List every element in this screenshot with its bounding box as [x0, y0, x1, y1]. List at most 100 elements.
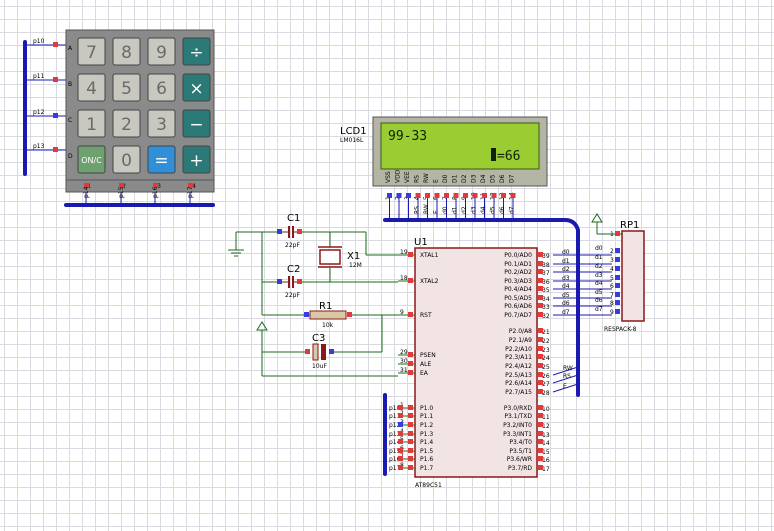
- rp1-pin-number: 2: [610, 248, 614, 255]
- rp1-net-label: d6: [595, 297, 603, 304]
- pin-marker: [444, 193, 449, 198]
- x1-value: 12M: [349, 262, 362, 269]
- rp1-pin-number: 9: [610, 309, 614, 316]
- pin-marker: [538, 269, 543, 274]
- lcd-pin-name: D6: [499, 174, 506, 183]
- mcu-pin-number: 26: [542, 373, 550, 380]
- rp1-pin-number: 3: [610, 257, 614, 264]
- lcd-net-label: d2: [461, 206, 468, 214]
- keypad-row-net: p10: [33, 38, 45, 45]
- keypad-key-9[interactable]: 2: [112, 109, 141, 138]
- mcu-pin-name: ALE: [420, 361, 431, 368]
- pin-marker: [482, 193, 487, 198]
- p0-net-label: d1: [562, 258, 570, 265]
- keypad-key-2[interactable]: 9: [147, 37, 176, 66]
- pin-marker: [408, 413, 413, 418]
- mcu-pin-number: 24: [542, 355, 550, 362]
- keypad-row-letter: A: [68, 45, 73, 52]
- capacitor-c1[interactable]: C1 22pF: [277, 213, 302, 249]
- keypad-key-label: 3: [156, 115, 167, 135]
- mcu-pin-name: P2.4/A12: [505, 363, 532, 370]
- rp1-net-label: d7: [595, 306, 603, 313]
- mcu-pin-name: EA: [420, 370, 429, 377]
- pin-marker: [408, 439, 413, 444]
- pin-marker: [538, 261, 543, 266]
- mcu-at89c51[interactable]: U1 AT89C51 XTAL119XTAL218RST9PSEN29ALE30…: [398, 237, 578, 489]
- power-symbol: [256, 213, 603, 331]
- rp1-net-label: d3: [595, 272, 603, 279]
- ground-symbol: [228, 249, 244, 257]
- resistor-r1[interactable]: R1 10k: [304, 301, 352, 329]
- keypad-key-11[interactable]: −: [182, 109, 211, 138]
- pin-marker: [188, 183, 193, 188]
- mcu-pin-name: P3.0/RXD: [504, 405, 532, 412]
- keypad-key-label: ÷: [189, 43, 203, 63]
- keypad-key-8[interactable]: 1: [77, 109, 106, 138]
- pin-marker: [408, 448, 413, 453]
- pin-marker: [453, 193, 459, 198]
- keypad-key-4[interactable]: 4: [77, 73, 106, 102]
- mcu-pin-number: 29: [400, 349, 408, 356]
- mcu-pin-number: 12: [542, 423, 550, 430]
- pin-marker: [538, 363, 543, 368]
- mcu-pin-number: 9: [400, 309, 404, 316]
- lcd-net-label: E: [433, 210, 440, 214]
- pin-marker: [84, 183, 89, 188]
- capacitor-c2[interactable]: C2 22pF: [277, 264, 302, 299]
- rp1-net-label: d1: [595, 254, 603, 261]
- mcu-pin-name: P3.1/TXD: [504, 413, 532, 420]
- p1-net-label: p17: [389, 465, 401, 472]
- keypad-key-13[interactable]: 0: [112, 145, 141, 174]
- lcd-display[interactable]: LCD1 LM016L 99-33 =66 VSS1VDD2VEE3RS4RW5…: [340, 116, 548, 220]
- rp1-pin-number: 4: [610, 266, 614, 273]
- pin-marker: [538, 286, 543, 291]
- lcd-pin-name: VSS: [385, 171, 392, 183]
- keypad-key-0[interactable]: 7: [77, 37, 106, 66]
- keypad-key-6[interactable]: 6: [147, 73, 176, 102]
- pin-marker: [408, 352, 413, 357]
- pin-marker: [510, 193, 516, 198]
- keypad-key-3[interactable]: ÷: [182, 37, 211, 66]
- capacitor-c3[interactable]: C3 10uF: [305, 333, 334, 370]
- lcd-pin-name: VEE: [404, 171, 411, 183]
- mcu-pin-name: P3.4/T0: [509, 439, 532, 446]
- lcd-pin-name: VDD: [395, 169, 402, 183]
- pin-marker: [463, 193, 468, 198]
- pin-marker: [615, 266, 620, 271]
- keypad-key-1[interactable]: 8: [112, 37, 141, 66]
- c2-value: 22pF: [285, 292, 300, 299]
- mcu-pin-number: 18: [400, 275, 408, 282]
- mcu-pin-name: P2.1/A9: [509, 337, 532, 344]
- keypad-row-net: p13: [33, 143, 45, 150]
- lcd-pin-name: RW: [423, 173, 430, 183]
- lcd-pin-name: D0: [442, 174, 449, 183]
- pin-marker: [119, 183, 124, 188]
- keypad-col-net: p14: [83, 186, 90, 198]
- mcu-pin-name: P1.2: [420, 422, 433, 429]
- keypad-key-5[interactable]: 5: [112, 73, 141, 102]
- keypad-key-label: 9: [156, 43, 167, 63]
- keypad-key-14[interactable]: =: [147, 145, 176, 174]
- pin-marker: [615, 283, 620, 288]
- keypad-key-7[interactable]: ×: [182, 73, 211, 102]
- pin-marker: [408, 465, 413, 470]
- lcd-ref: LCD1: [340, 126, 367, 137]
- mcu-pin-name: P1.5: [420, 448, 433, 455]
- mcu-pin-name: P3.3/INT1: [503, 431, 532, 438]
- pin-marker: [538, 431, 543, 436]
- p1-net-label: p13: [389, 431, 401, 438]
- mcu-pin-name: P1.4: [420, 439, 433, 446]
- p0-net-label: d5: [562, 292, 570, 299]
- crystal-x1[interactable]: X1 12M: [318, 246, 362, 269]
- keypad-row-letter: B: [68, 81, 72, 88]
- keypad-key-12[interactable]: ON/C: [77, 145, 106, 174]
- keypad-col-number: 4: [192, 183, 196, 190]
- keypad-key-15[interactable]: +: [182, 145, 211, 174]
- pin-marker: [408, 456, 413, 461]
- keypad-key-10[interactable]: 3: [147, 109, 176, 138]
- keypad-key-label: −: [189, 115, 203, 135]
- pin-marker: [491, 193, 497, 198]
- lcd-pin-name: D2: [461, 174, 468, 183]
